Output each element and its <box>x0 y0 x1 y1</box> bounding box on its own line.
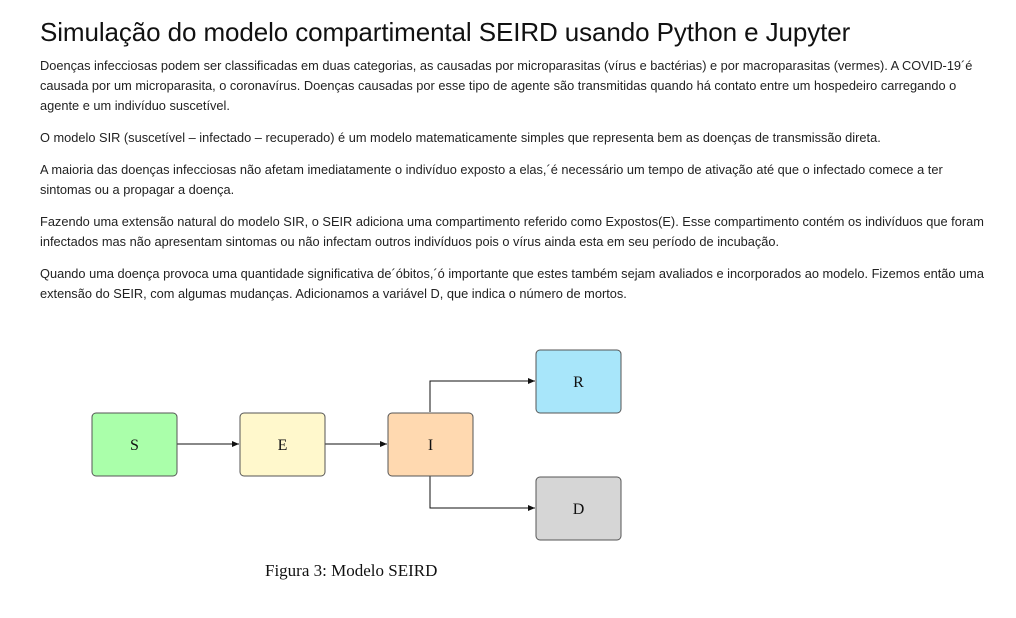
notebook-content: Simulação do modelo compartimental SEIRD… <box>40 14 995 304</box>
page-title: Simulação do modelo compartimental SEIRD… <box>40 17 851 47</box>
seird-diagram-figure: S E I R D <box>80 338 640 598</box>
node-d: D <box>535 476 622 541</box>
node-d-label: D <box>573 501 585 518</box>
arrow-i-to-d <box>429 476 535 511</box>
figure-caption: Figura 3: Modelo SEIRD <box>265 561 438 580</box>
paragraph-intro: Doenças infecciosas podem ser classifica… <box>40 58 973 113</box>
node-e: E <box>239 412 326 477</box>
arrow-i-to-r <box>429 378 535 412</box>
node-r-label: R <box>573 374 584 391</box>
paragraph-seir: Fazendo uma extensão natural do modelo S… <box>40 214 984 249</box>
node-e-label: E <box>278 437 288 454</box>
paragraph-sir: O modelo SIR (suscetível – infectado – r… <box>40 130 881 145</box>
node-r: R <box>535 349 622 414</box>
seird-diagram: S E I R D <box>91 349 622 541</box>
node-i: I <box>387 412 474 477</box>
paragraph-seird: Quando uma doença provoca uma quantidade… <box>40 266 984 301</box>
paragraph-exposure: A maioria das doenças infecciosas não af… <box>40 162 943 197</box>
node-s-label: S <box>130 437 139 454</box>
node-s: S <box>91 412 178 477</box>
node-i-label: I <box>428 437 433 454</box>
